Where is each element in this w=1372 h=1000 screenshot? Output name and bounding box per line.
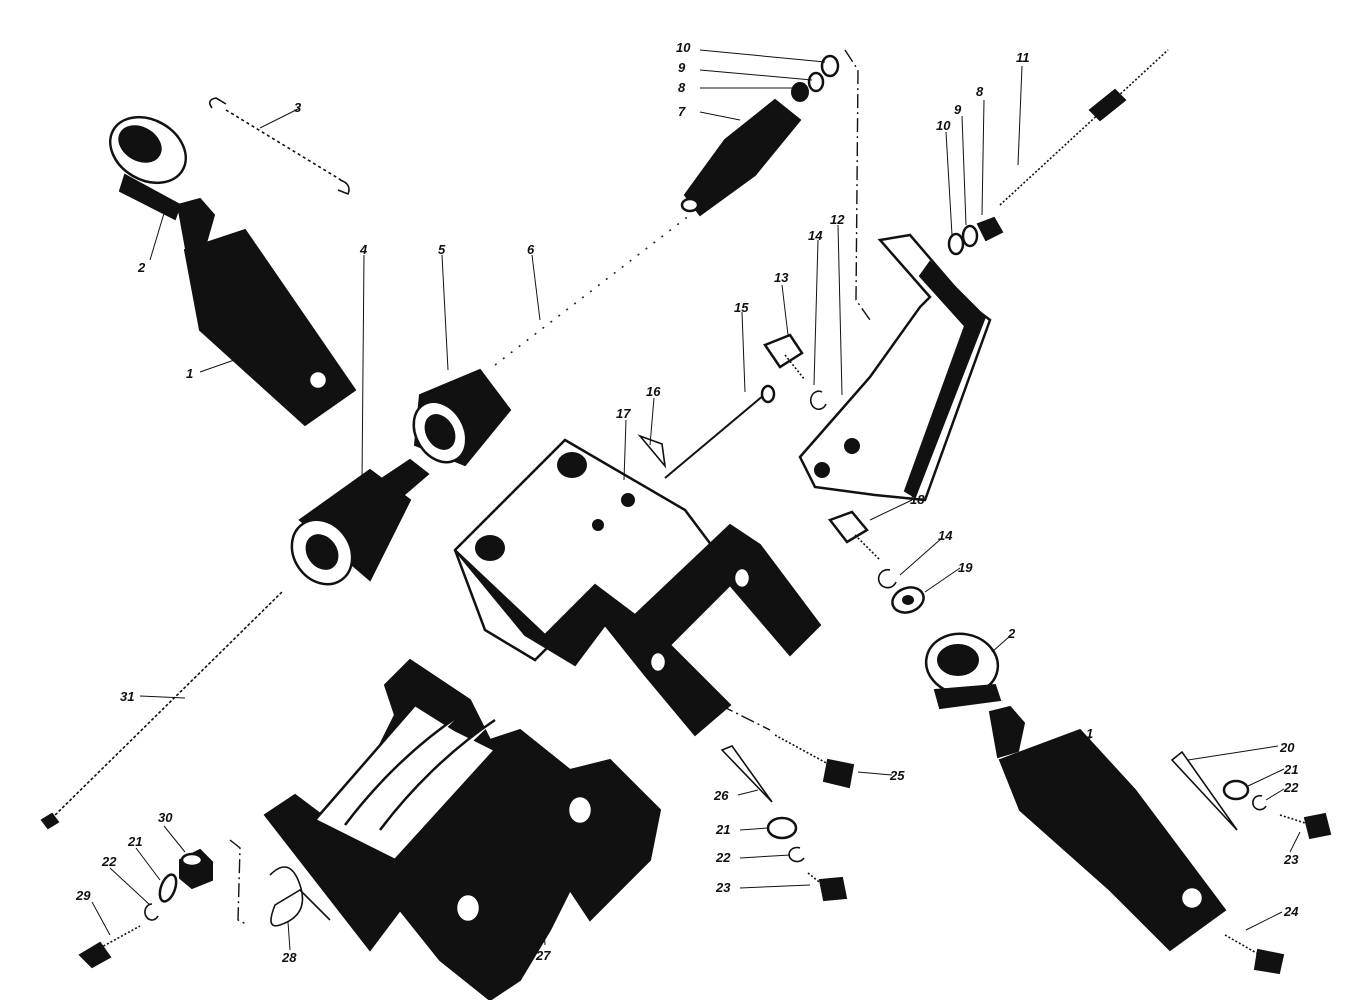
callout-1-right: 1 <box>1086 726 1093 741</box>
part-13-bolt <box>763 333 806 381</box>
callout-22-center: 22 <box>715 850 731 865</box>
callout-6: 6 <box>527 242 535 257</box>
callout-11: 11 <box>1016 50 1030 65</box>
part-3-tension-spring <box>208 97 350 196</box>
part-22-lockwasher-left <box>144 903 159 921</box>
callout-21-left: 21 <box>127 834 142 849</box>
callout-14-top: 14 <box>808 228 823 243</box>
part-11-threaded-rod <box>999 49 1169 206</box>
part-16-cotter-pin <box>637 434 667 469</box>
callout-19: 19 <box>958 560 973 575</box>
callout-16: 16 <box>646 384 661 399</box>
callout-9: 9 <box>678 60 686 75</box>
part-2-cap-top <box>109 115 187 221</box>
part-7-rubber-boot <box>680 98 802 217</box>
part-4-knob <box>290 458 430 586</box>
part-15-pin <box>664 384 776 479</box>
callout-15: 15 <box>734 300 749 315</box>
callout-7: 7 <box>678 104 686 119</box>
parts-8-9-10-washers-right <box>947 216 1004 256</box>
callout-labels: 3 2 1 4 5 6 10 9 8 7 11 8 9 10 12 14 13 … <box>75 40 1299 965</box>
callout-2: 2 <box>137 260 146 275</box>
part-31-threaded-cable <box>40 591 283 830</box>
leader-lines <box>91 49 1301 951</box>
callout-31: 31 <box>120 689 134 704</box>
part-22-lockwasher-center <box>788 846 805 863</box>
callout-30: 30 <box>158 810 173 825</box>
center-lines <box>229 49 871 926</box>
part-20-cotter-pin-right <box>1170 750 1238 831</box>
part-22-lockwasher-right <box>1252 794 1267 811</box>
callout-23-center: 23 <box>715 880 731 895</box>
callout-13: 13 <box>774 270 789 285</box>
part-14-lockwasher-bottom <box>877 568 897 589</box>
part-1-lever-right <box>988 705 1227 952</box>
callout-10: 10 <box>676 40 691 55</box>
callout-8-right: 8 <box>976 84 984 99</box>
callout-4: 4 <box>359 242 368 257</box>
callout-20: 20 <box>1279 740 1295 755</box>
callout-27: 27 <box>535 948 551 963</box>
part-30-sleeve <box>179 848 213 890</box>
callout-21-center: 21 <box>715 822 730 837</box>
callout-2-right: 2 <box>1007 626 1016 641</box>
part-2-cap-right <box>924 632 1002 710</box>
part-1-lever-top <box>176 197 357 427</box>
callout-10-right: 10 <box>936 118 951 133</box>
callout-25: 25 <box>889 768 905 783</box>
part-19-washer <box>891 586 925 614</box>
part-21-washer-left <box>158 873 178 903</box>
callout-24: 24 <box>1283 904 1299 919</box>
part-18-bolt <box>827 510 881 561</box>
part-28-spring-clip <box>269 866 331 927</box>
callout-26: 26 <box>713 788 729 803</box>
callout-23-right: 23 <box>1283 852 1299 867</box>
part-25-stud <box>774 734 855 789</box>
part-17-main-body <box>453 438 822 737</box>
part-26-cotter-pin <box>720 745 773 803</box>
callout-28: 28 <box>281 950 297 965</box>
part-12-bracket <box>798 233 992 502</box>
callout-9-right: 9 <box>954 102 962 117</box>
callout-17: 17 <box>616 406 631 421</box>
part-23-bolt-right <box>1279 812 1332 840</box>
part-29-bolt <box>78 925 141 969</box>
callout-12: 12 <box>830 212 845 227</box>
part-14-lockwasher-top <box>809 390 827 411</box>
part-5-bushing <box>412 368 512 467</box>
part-23-bolt-center <box>807 872 848 902</box>
parts-8-9-10-washers-top <box>791 54 840 102</box>
callout-1: 1 <box>186 366 193 381</box>
callout-14-bottom: 14 <box>938 528 953 543</box>
callout-8: 8 <box>678 80 686 95</box>
part-6-compression-spring <box>494 214 691 366</box>
callout-22-right: 22 <box>1283 780 1299 795</box>
part-24-plug <box>1224 934 1285 975</box>
callout-22-left: 22 <box>101 854 117 869</box>
callout-29: 29 <box>75 888 91 903</box>
callout-5: 5 <box>438 242 446 257</box>
part-21-washer-right <box>1222 779 1250 801</box>
callout-21-right: 21 <box>1283 762 1298 777</box>
part-27-base-block <box>263 658 662 1000</box>
part-21-washer-center <box>766 816 798 840</box>
callout-18: 18 <box>910 492 925 507</box>
callout-3: 3 <box>294 100 302 115</box>
